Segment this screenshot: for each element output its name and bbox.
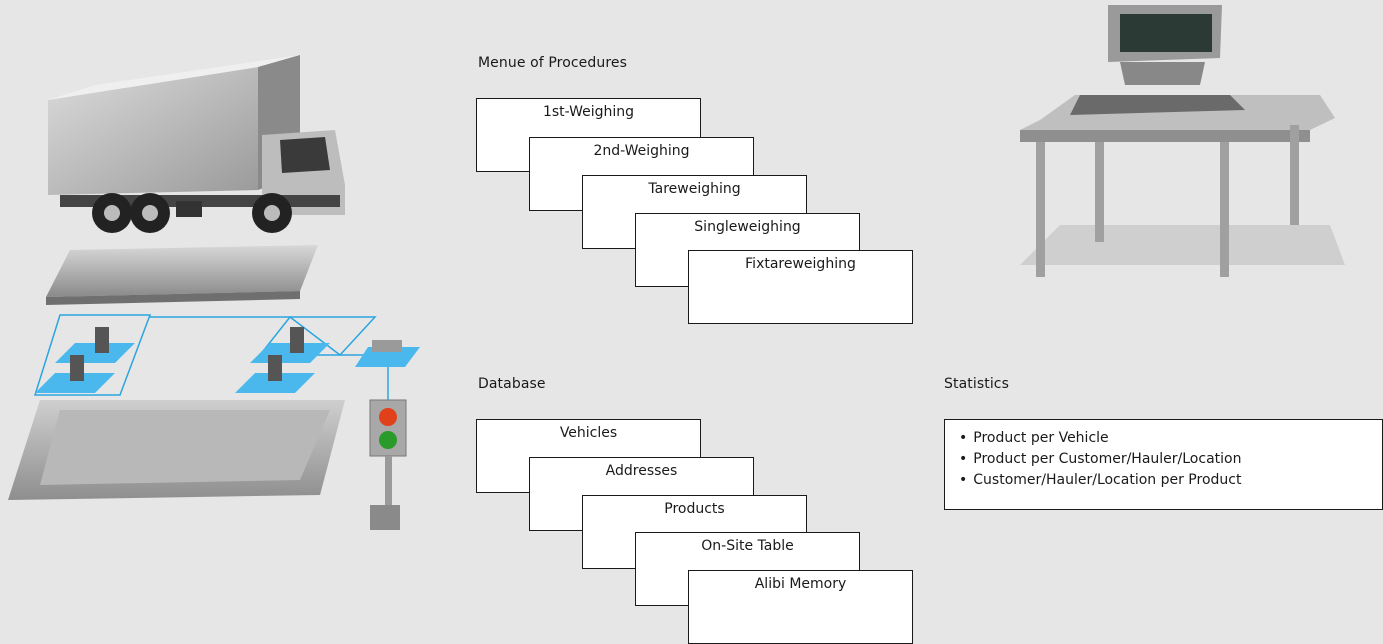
traffic-light bbox=[369, 399, 407, 530]
statistics-box: Product per Vehicle Product per Customer… bbox=[944, 419, 1383, 510]
terminal-image bbox=[1070, 5, 1245, 115]
procedure-card-fixtareweighing[interactable]: Fixtareweighing bbox=[688, 250, 913, 324]
statistics-title: Statistics bbox=[944, 376, 1009, 392]
statistics-item: Product per Vehicle bbox=[959, 428, 1382, 449]
truck-image bbox=[48, 55, 345, 233]
truck-scale-illustration bbox=[8, 55, 420, 530]
statistics-item: Customer/Hauler/Location per Product bbox=[959, 470, 1382, 491]
weighbridge-plate bbox=[46, 245, 318, 305]
database-card-alibi-memory[interactable]: Alibi Memory bbox=[688, 570, 913, 644]
statistics-item: Product per Customer/Hauler/Location bbox=[959, 449, 1382, 470]
floor-shadow bbox=[1020, 225, 1345, 265]
statistics-list: Product per Vehicle Product per Customer… bbox=[959, 428, 1382, 491]
procedures-title: Menue of Procedures bbox=[478, 55, 627, 71]
load-cells bbox=[33, 314, 420, 410]
database-title: Database bbox=[478, 376, 546, 392]
terminal-desk-illustration bbox=[1020, 5, 1345, 277]
foundation-pit bbox=[8, 400, 345, 500]
